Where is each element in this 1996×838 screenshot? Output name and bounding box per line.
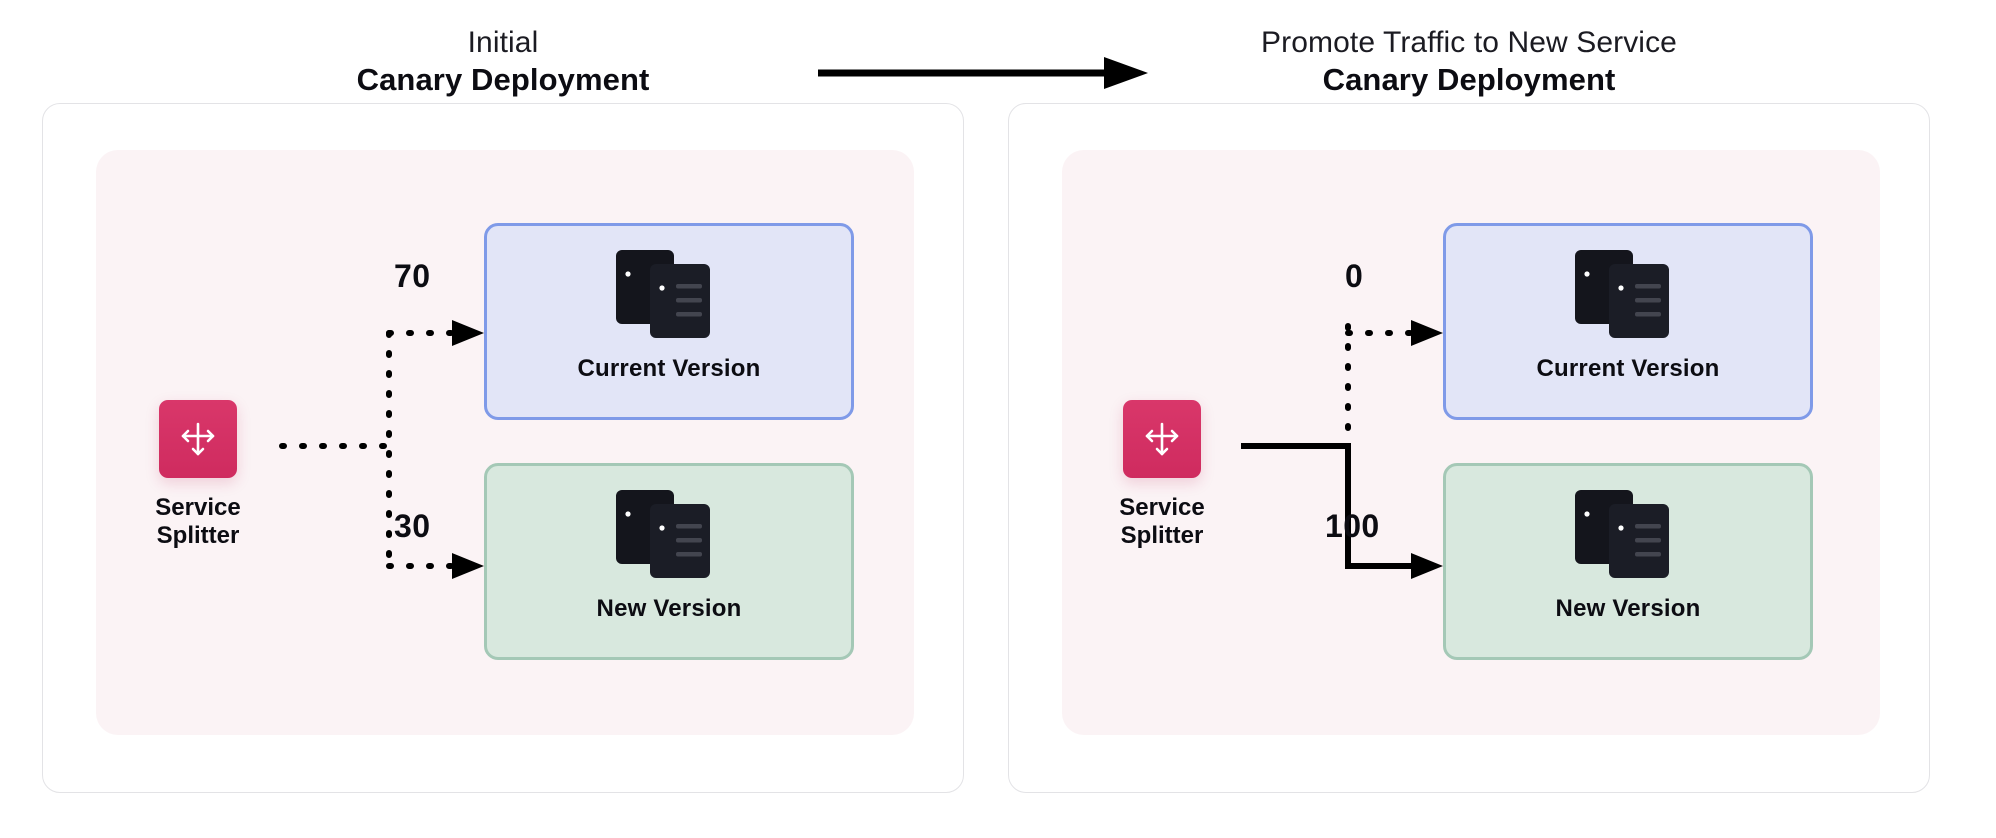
splitter-caption-line1: Service <box>155 494 241 521</box>
service-splitter-caption: Service Splitter <box>98 494 298 551</box>
move-arrows-icon <box>181 422 215 456</box>
server-stack-icon <box>1575 490 1669 578</box>
traffic-weight-new-promoted: 100 <box>1325 508 1380 544</box>
box-new-version-initial[interactable]: New Version <box>484 463 854 660</box>
box-label-new-version: New Version <box>1555 595 1701 622</box>
transition-right-arrow-icon <box>818 57 1148 89</box>
traffic-weight-current-promoted: 0 <box>1345 258 1364 294</box>
box-current-version-initial[interactable]: Current Version <box>484 223 854 420</box>
box-new-version-promoted[interactable]: New Version <box>1443 463 1813 660</box>
service-splitter-caption: Service Splitter <box>1062 494 1262 551</box>
splitter-caption-line2: Splitter <box>1120 522 1204 550</box>
service-splitter-chip[interactable] <box>159 400 237 478</box>
move-arrows-icon <box>1145 422 1179 456</box>
traffic-weight-current-initial: 70 <box>394 258 431 294</box>
splitter-caption-line2: Splitter <box>156 522 240 550</box>
box-label-current-version: Current Version <box>1536 355 1720 382</box>
box-label-current-version: Current Version <box>577 355 761 382</box>
box-current-version-promoted[interactable]: Current Version <box>1443 223 1813 420</box>
traffic-weight-new-initial: 30 <box>394 508 431 544</box>
server-stack-icon <box>616 250 710 338</box>
box-label-new-version: New Version <box>596 595 742 622</box>
server-stack-icon <box>616 490 710 578</box>
service-splitter-promoted[interactable]: Service Splitter <box>1062 400 1262 551</box>
splitter-caption-line1: Service <box>1119 494 1205 521</box>
server-stack-icon <box>1575 250 1669 338</box>
service-splitter-chip[interactable] <box>1123 400 1201 478</box>
service-splitter-initial[interactable]: Service Splitter <box>98 400 298 551</box>
